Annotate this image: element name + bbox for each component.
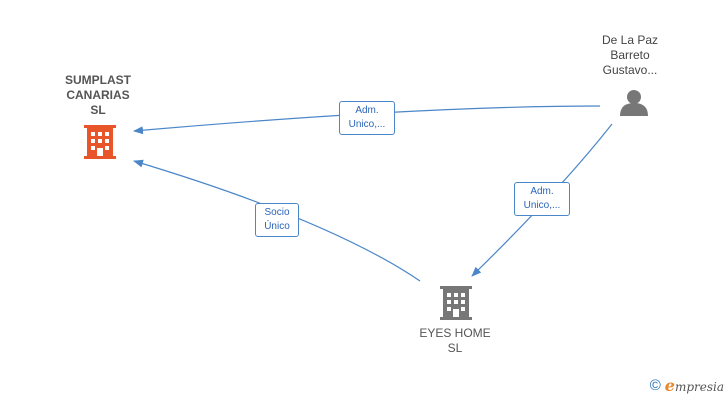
edge-label-line: Unico,... [348, 119, 386, 130]
edge-label-line: Único [264, 221, 290, 232]
building-icon [84, 125, 116, 159]
node-label-line: Gustavo... [602, 63, 658, 77]
node-label-line: Barreto [610, 48, 650, 62]
footer-brand: © empresia [650, 376, 724, 395]
node-label-line: CANARIAS [66, 88, 130, 102]
brand-name: mpresia [674, 380, 724, 394]
edge-label-person-to-sumplast[interactable]: Adm. Unico,... [339, 101, 395, 135]
edge-label-person-to-eyes[interactable]: Adm. Unico,... [514, 182, 570, 216]
brand-logo[interactable]: empresia [665, 376, 724, 395]
brand-initial: e [664, 376, 675, 395]
edge-label-line: Adm. [355, 105, 379, 116]
building-icon [440, 286, 472, 320]
person-icon [620, 90, 648, 116]
node-label-line: SUMPLAST [65, 73, 131, 87]
edge-label-line: Socio [264, 207, 290, 218]
node-label-line: SL [90, 103, 106, 117]
node-label-sumplast[interactable]: SUMPLAST CANARIAS SL [48, 73, 148, 118]
edge-label-line: Unico,... [523, 200, 561, 211]
node-label-line: EYES HOME [419, 326, 491, 340]
node-label-person[interactable]: De La Paz Barreto Gustavo... [580, 33, 680, 78]
edge-label-eyes-to-sumplast[interactable]: Socio Único [255, 203, 299, 237]
node-label-line: De La Paz [601, 33, 659, 47]
node-label-line: SL [447, 341, 463, 355]
copyright-icon: © [649, 377, 661, 394]
node-label-eyes-home[interactable]: EYES HOME SL [405, 326, 505, 356]
edge-eyes-to-sumplast [133, 159, 421, 282]
edge-label-line: Adm. [530, 186, 554, 197]
